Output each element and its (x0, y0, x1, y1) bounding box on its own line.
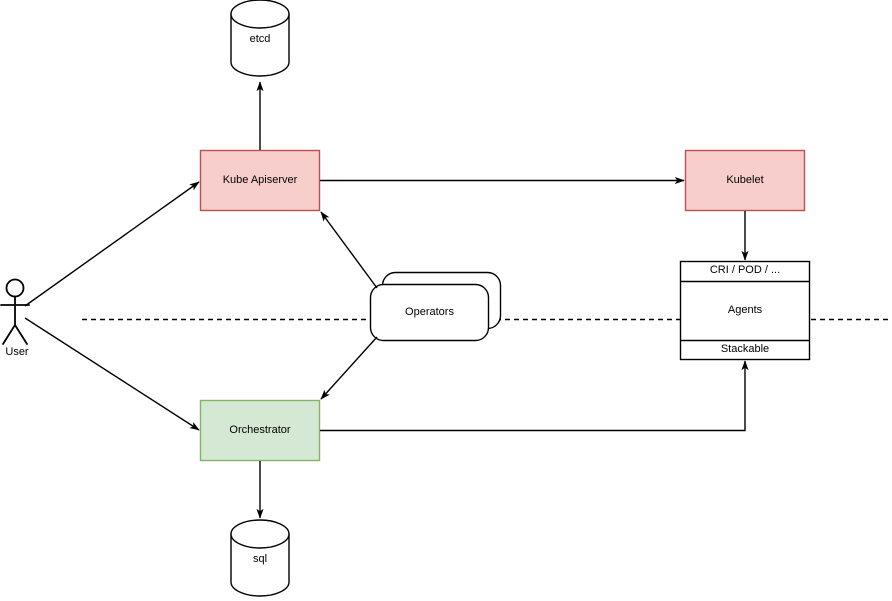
node-operators[interactable] (369, 271, 502, 342)
operators-front-card (369, 283, 490, 342)
edge-operators-to-orchestrator (320, 336, 378, 400)
node-sql[interactable] (230, 519, 290, 597)
user-leg-left (2, 324, 16, 345)
node-kubelet[interactable] (684, 149, 806, 212)
node-orchestrator[interactable] (199, 399, 321, 462)
edge-operators-to-apiserver (320, 211, 378, 289)
node-user[interactable] (0, 278, 30, 345)
node-agents[interactable] (679, 260, 811, 361)
sql-cylinder-top (230, 519, 290, 549)
node-etcd[interactable] (230, 0, 290, 77)
node-kube-apiserver[interactable] (199, 149, 321, 212)
user-leg-right (14, 324, 28, 345)
edge-user-to-apiserver (24, 181, 200, 307)
edge-user-to-orchestrator (24, 317, 200, 431)
user-head (5, 278, 25, 298)
edge-orchestrator-to-agents (320, 360, 749, 432)
etcd-cylinder-top (230, 0, 290, 29)
